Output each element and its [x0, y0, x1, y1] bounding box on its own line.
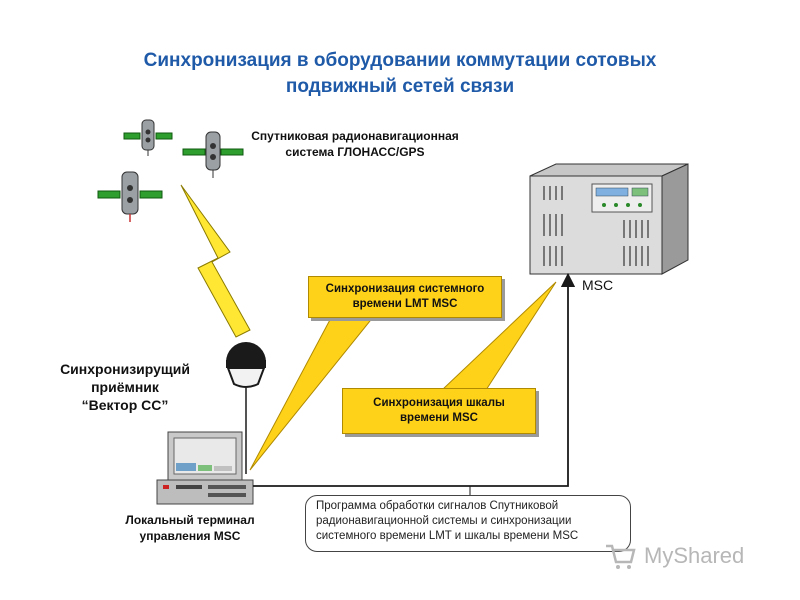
msc-server-icon: [529, 163, 689, 275]
program-line-1: Программа обработки сигналов Спутниковой: [316, 500, 559, 512]
satellite-system-label: Спутниковая радионавигационная система Г…: [225, 128, 485, 160]
program-line-2: радионавигационной системы и синхронизац…: [316, 515, 572, 527]
receiver-label-line-2: приёмник: [91, 379, 159, 395]
cart-icon: [606, 544, 636, 569]
terminal-label-line-1: Локальный терминал: [125, 513, 255, 527]
receiver-label: Синхронизирущий приёмник “Вектор СС”: [40, 360, 210, 414]
msc-label: MSC: [582, 277, 614, 293]
callout-time-scale-line-2: времени MSC: [399, 412, 478, 424]
program-description-box: Программа обработки сигналов Спутниковой…: [305, 495, 631, 552]
callout-system-time-sync: Синхронизация системного времени LMT MSC: [308, 276, 502, 318]
connector-line: [253, 272, 576, 487]
watermark-text: MyShared: [644, 543, 745, 568]
callout-system-time-line-2: времени LMT MSC: [352, 298, 458, 310]
terminal-label-line-2: управления MSC: [139, 529, 241, 543]
title-line-1: Синхронизация в оборудовании коммутации …: [143, 50, 657, 71]
title-line-2: подвижный сетей связи: [285, 76, 515, 97]
gps-receiver-antenna-icon: [226, 342, 266, 474]
satellite-icon: [182, 131, 244, 178]
slide-title: Синхронизация в оборудовании коммутации …: [60, 48, 740, 100]
satellite-system-label-line-1: Спутниковая радионавигационная: [251, 129, 459, 143]
satellite-system-label-line-2: система ГЛОНАСС/GPS: [285, 145, 425, 159]
satellite-icon: [97, 171, 163, 222]
callout-system-time-line-1: Синхронизация системного: [325, 283, 485, 295]
receiver-label-line-3: “Вектор СС”: [81, 397, 169, 413]
program-line-3: системного времени LMT и шкалы времени M…: [316, 530, 579, 542]
callout-time-scale-sync: Синхронизация шкалы времени MSC: [342, 388, 536, 434]
lightning-bolt-icon: [180, 184, 251, 338]
terminal-label: Локальный терминал управления MSC: [100, 512, 280, 544]
receiver-label-line-1: Синхронизирущий: [60, 361, 190, 377]
satellite-icon: [123, 119, 173, 156]
watermark: MyShared: [604, 538, 774, 574]
callout-time-scale-line-1: Синхронизация шкалы: [373, 397, 505, 409]
computer-terminal-icon: [156, 431, 254, 505]
